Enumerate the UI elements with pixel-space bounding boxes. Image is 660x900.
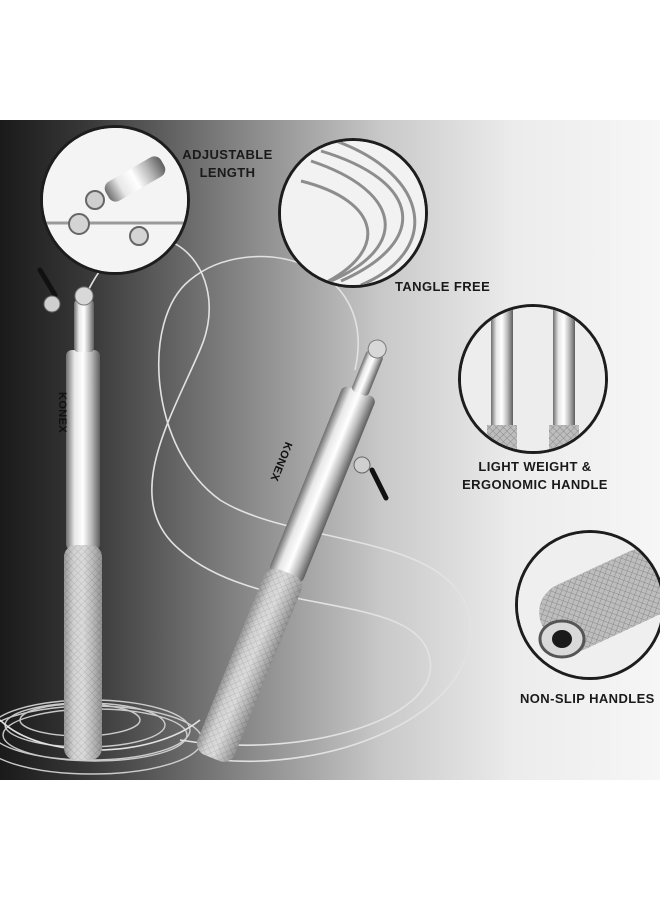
adjustable-line1: ADJUSTABLE (182, 147, 273, 162)
non-slip-label: NON-SLIP HANDLES (520, 691, 655, 706)
left-handle (37, 267, 102, 760)
adjustable-length-closeup (40, 125, 190, 275)
adjustable-line2: LENGTH (199, 164, 256, 180)
light-line1: LIGHT WEIGHT & (478, 459, 592, 474)
light-weight-closeup (458, 304, 608, 454)
right-handle (197, 339, 387, 762)
non-slip-closeup (515, 530, 660, 680)
tangle-free-label: TANGLE FREE (395, 279, 491, 294)
light-weight-label: LIGHT WEIGHT & ERGONOMIC HANDLE (460, 458, 610, 493)
brand-text-left: KONEX (56, 392, 68, 434)
adjustable-length-label: ADJUSTABLE LENGTH (180, 146, 275, 181)
tangle-free-closeup (278, 138, 428, 288)
jump-rope-illustration (0, 237, 471, 775)
light-line2: ERGONOMIC HANDLE (462, 476, 608, 492)
right-cable-end (353, 456, 389, 501)
